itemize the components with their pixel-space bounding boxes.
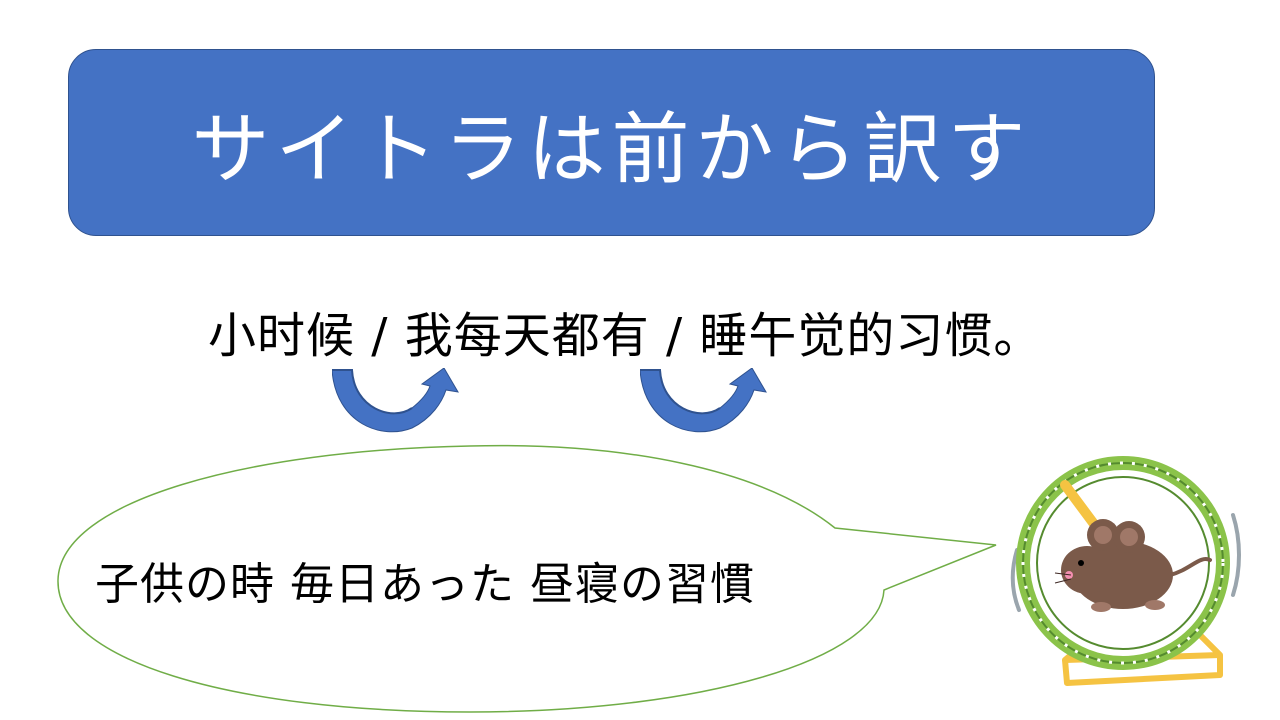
title-banner: サイトラは前から訳す bbox=[68, 49, 1155, 236]
curved-arrow-icon bbox=[640, 368, 767, 433]
hamster-wheel-illustration bbox=[1010, 456, 1241, 686]
curved-arrow-icon bbox=[332, 368, 459, 433]
slide-title: サイトラは前から訳す bbox=[191, 104, 1032, 195]
chinese-sentence: 小时候 / 我每天都有 / 睡午觉的习惯。 bbox=[208, 308, 1043, 364]
japanese-translation: 子供の時 毎日あった 昼寝の習慣 bbox=[95, 559, 755, 610]
